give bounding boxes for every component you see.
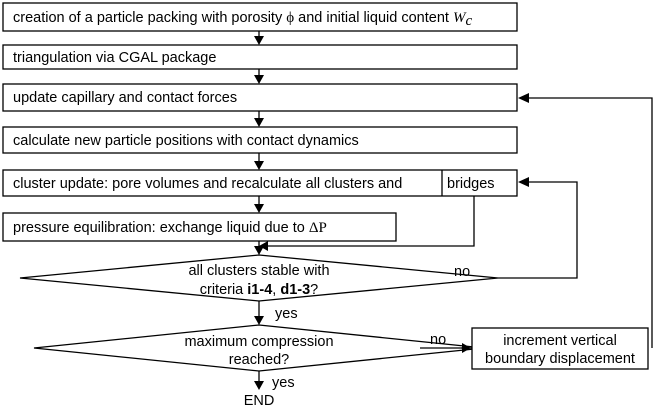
- step-cluster-update-box: cluster update: pore volumes and recalcu…: [2, 169, 518, 197]
- bridges-return-line: [266, 196, 475, 247]
- decision-compression-line1: maximum compression: [184, 334, 333, 350]
- w-subscript: c: [465, 13, 472, 29]
- cluster-update-text: cluster update: pore volumes and recalcu…: [13, 176, 402, 192]
- decision-compression-no-label: no: [430, 332, 446, 348]
- arrowhead-3: [254, 118, 264, 127]
- arrowhead-8: [254, 381, 264, 390]
- bridges-label: bridges: [447, 176, 495, 192]
- criteria-sep: ,: [272, 282, 280, 298]
- arrowhead-5: [254, 204, 264, 213]
- decision-stable-no-line: [498, 181, 578, 279]
- decision-stable-line2-pre: criteria: [200, 282, 248, 298]
- arrowhead-1: [254, 36, 264, 45]
- decision-stable-line1: all clusters stable with: [188, 263, 329, 279]
- increment-return-arrowhead: [518, 93, 529, 103]
- criteria-i: i1-4: [247, 282, 272, 298]
- step-positions-box: calculate new particle positions with co…: [2, 126, 518, 154]
- delta-p-symbol: ΔP: [309, 220, 327, 236]
- end-label: END: [244, 393, 275, 409]
- increment-line1: increment vertical: [503, 333, 617, 349]
- decision-compression-yes-label: yes: [272, 375, 295, 391]
- creation-text: creation of a particle packing with poro…: [13, 10, 286, 26]
- criteria-q: ?: [310, 282, 318, 298]
- creation-text-2: and initial liquid content: [294, 10, 453, 26]
- svg-text:criteria i1-4, d1-3?: criteria i1-4, d1-3?: [200, 282, 319, 298]
- arrowhead-2: [254, 75, 264, 84]
- positions-text: calculate new particle positions with co…: [13, 133, 359, 149]
- decision-stable-no-label: no: [454, 264, 470, 280]
- bridges-return-arrowhead: [259, 241, 268, 251]
- triangulation-text: triangulation via CGAL package: [13, 50, 216, 66]
- increment-return-line: [527, 97, 653, 348]
- step-triangulation-box: triangulation via CGAL package: [2, 44, 518, 70]
- w-symbol: W: [453, 10, 467, 26]
- decision-stable: all clusters stable with criteria i1-4, …: [19, 254, 499, 302]
- step-pressure-box: pressure equilibration: exchange liquid …: [2, 212, 397, 242]
- criteria-d: d1-3: [280, 282, 310, 298]
- arrowhead-6: [254, 246, 264, 255]
- svg-text:creation of a particle packing: creation of a particle packing with poro…: [13, 10, 472, 29]
- update-forces-text: update capillary and contact forces: [13, 90, 237, 106]
- step-update-forces-box: update capillary and contact forces: [2, 83, 518, 112]
- decision-compression: maximum compression reached?: [33, 324, 485, 372]
- step-increment-box: increment vertical boundary displacement: [471, 327, 649, 370]
- increment-line2: boundary displacement: [485, 351, 635, 367]
- step-creation-box: creation of a particle packing with poro…: [2, 2, 518, 32]
- decision-stable-yes-label: yes: [275, 306, 298, 322]
- svg-text:pressure equilibration: exchan: pressure equilibration: exchange liquid …: [13, 220, 327, 236]
- decision-stable-no-arrowhead: [518, 177, 529, 187]
- arrowhead-7: [254, 316, 264, 325]
- arrowhead-4: [254, 161, 264, 170]
- decision-compression-no-arrowhead: [462, 343, 471, 353]
- decision-compression-line2: reached?: [229, 352, 289, 368]
- phi-symbol: ϕ: [286, 10, 294, 26]
- pressure-text: pressure equilibration: exchange liquid …: [13, 220, 309, 236]
